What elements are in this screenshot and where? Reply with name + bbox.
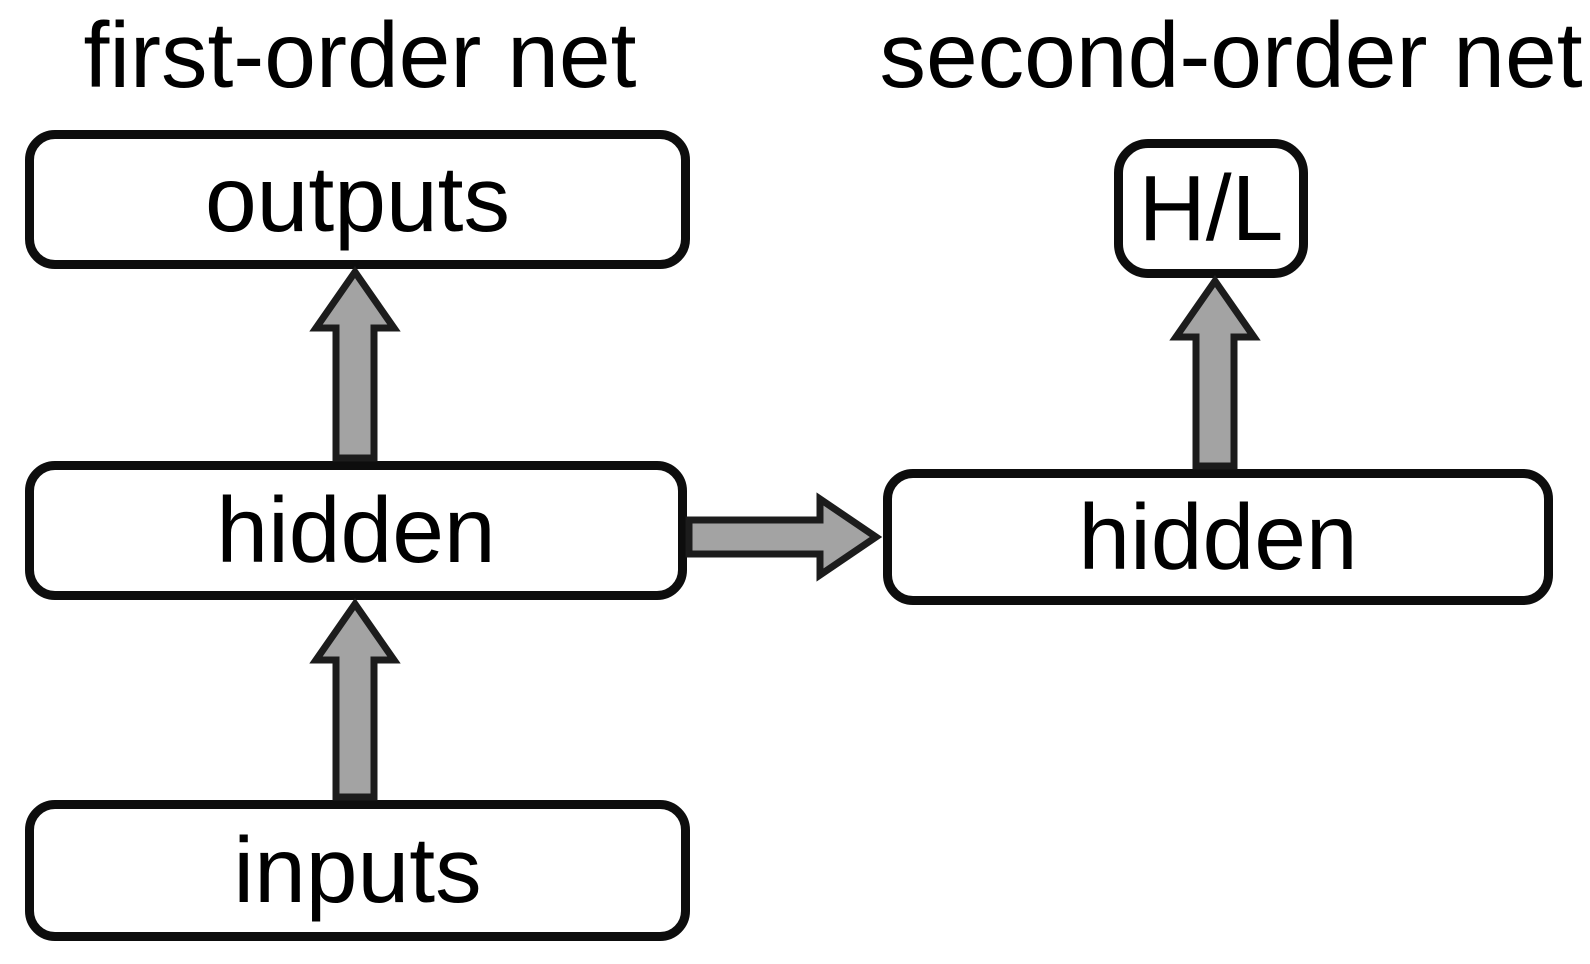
node-hidden-second-order: hidden (883, 469, 1553, 605)
node-inputs: inputs (25, 800, 690, 941)
arrow-hidden-second-to-hl-icon (1169, 274, 1261, 470)
node-outputs-label: outputs (204, 147, 511, 251)
first-order-net-title: first-order net (83, 2, 637, 107)
node-hl: H/L (1114, 139, 1308, 278)
node-inputs-label: inputs (233, 818, 482, 922)
arrow-hidden-first-to-outputs-icon (309, 265, 401, 462)
node-hidden-second-label: hidden (1078, 484, 1358, 589)
node-hidden-first-order: hidden (25, 461, 687, 600)
second-order-net-title: second-order net (879, 2, 1583, 107)
node-hl-label: H/L (1138, 156, 1284, 260)
node-hidden-first-label: hidden (216, 478, 496, 582)
node-outputs: outputs (25, 130, 690, 269)
arrow-inputs-to-hidden-first-icon (309, 597, 401, 801)
arrow-hidden-first-to-hidden-second-icon (685, 492, 883, 582)
